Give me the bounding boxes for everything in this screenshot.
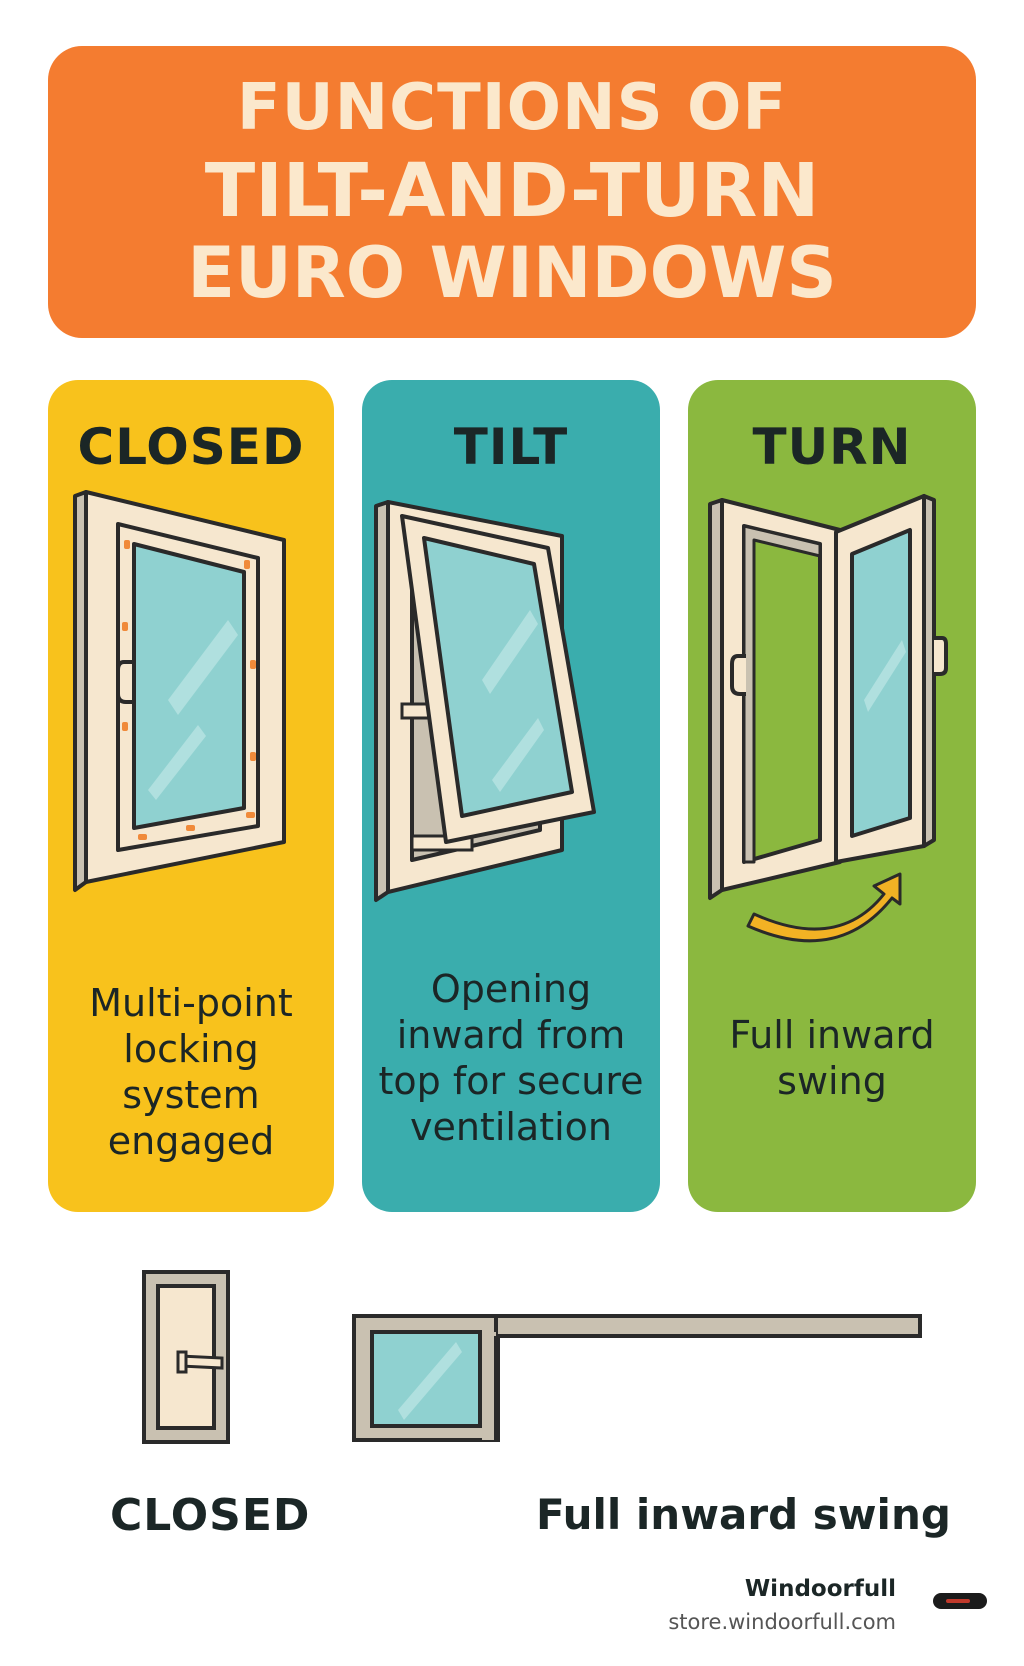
brand-url: store.windoorfull.com [668, 1610, 896, 1634]
tilted-window-icon [374, 500, 596, 902]
title-banner: FUNCTIONS OF TILT-AND-TURN EURO WINDOWS [48, 46, 976, 338]
panel-tilt: TILT Opening inward from top for secure … [362, 380, 660, 1212]
banner-title-line-3: EURO WINDOWS [187, 232, 837, 314]
banner-title-line-2: TILT-AND-TURN [204, 148, 820, 234]
full-swing-plan-icon [352, 1314, 922, 1442]
closed-window-icon [73, 490, 286, 892]
closed-plan-icon [142, 1270, 230, 1444]
panel-tilt-title: TILT [453, 418, 569, 476]
panel-turn: TURN Full inward swing [688, 380, 976, 1212]
panel-closed: CLOSED Multi-point locking system engage… [48, 380, 334, 1212]
banner-title-line-1: FUNCTIONS OF [236, 71, 788, 145]
brand-logo-icon [933, 1593, 987, 1609]
panel-closed-description: Multi-point locking system engaged [89, 981, 293, 1163]
brand-name: Windoorfull [744, 1576, 896, 1602]
panel-turn-description: Full inward swing [729, 1013, 935, 1103]
turned-window-icon [708, 494, 948, 943]
panel-turn-title: TURN [752, 418, 912, 476]
bottom-closed-label: CLOSED [110, 1490, 311, 1541]
swing-arrow-icon [746, 872, 902, 943]
bottom-diagrams [142, 1270, 922, 1444]
panel-tilt-description: Opening inward from top for secure venti… [378, 967, 644, 1149]
bottom-swing-label: Full inward swing [536, 1490, 951, 1539]
panel-closed-title: CLOSED [77, 418, 305, 476]
